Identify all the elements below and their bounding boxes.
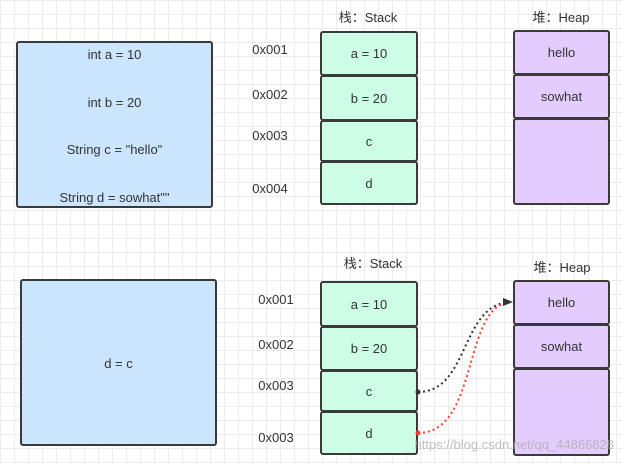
code-box-bottom: d = c <box>20 279 217 446</box>
code-line: int a = 10 <box>87 47 142 62</box>
heap-cell-empty <box>513 368 610 456</box>
heap-title-top: 堆：Heap <box>532 10 590 25</box>
reference-arrow-c <box>417 301 513 393</box>
stack-cell-b: b = 20 <box>320 75 418 121</box>
address-label: 0x001 <box>258 292 294 307</box>
reference-arrow-d <box>417 298 513 434</box>
address-label: 0x002 <box>258 337 294 352</box>
code-line: int b = 20 <box>87 95 142 110</box>
address-label: 0x004 <box>252 181 288 196</box>
address-label: 0x003 <box>252 128 288 143</box>
stack-cell-b: b = 20 <box>320 326 418 371</box>
stack-cell-a: a = 10 <box>320 281 418 327</box>
address-label: 0x003 <box>258 378 294 393</box>
address-label: 0x001 <box>252 42 288 57</box>
code-line: d = c <box>104 356 133 371</box>
stack-cell-d: d <box>320 161 418 205</box>
heap-cell-hello: hello <box>513 280 610 325</box>
watermark: https://blog.csdn.net/qq_44866828 <box>414 437 615 452</box>
address-label: 0x002 <box>252 87 288 102</box>
code-box-top: int a = 10 int b = 20 String c = "hello"… <box>16 41 213 208</box>
stack-title-top: 栈：Stack <box>338 10 398 25</box>
stack-cell-c: c <box>320 370 418 412</box>
stack-cell-c: c <box>320 120 418 162</box>
stack-title-bottom: 栈：Stack <box>343 256 403 271</box>
stack-cell-d: d <box>320 411 418 455</box>
heap-cell-empty <box>513 118 610 205</box>
heap-cell-sowhat: sowhat <box>513 324 610 369</box>
address-label: 0x003 <box>258 430 294 445</box>
code-line: String c = "hello" <box>66 142 163 157</box>
heap-cell-hello: hello <box>513 30 610 75</box>
heap-cell-sowhat: sowhat <box>513 74 610 119</box>
code-line: String d = sowhat"" <box>59 190 170 205</box>
stack-cell-a: a = 10 <box>320 31 418 76</box>
heap-title-bottom: 堆：Heap <box>533 260 591 275</box>
